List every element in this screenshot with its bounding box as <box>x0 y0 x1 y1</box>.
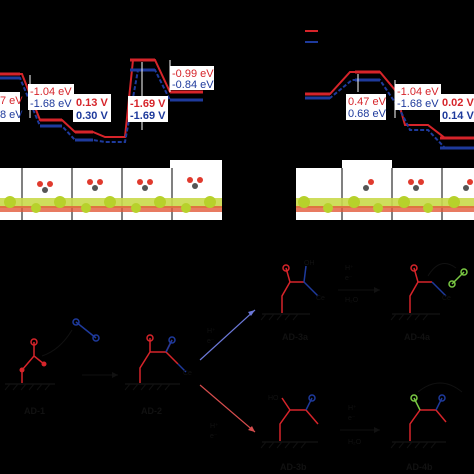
label-step-a-water: H₂O <box>345 297 359 304</box>
species-ad4a: Ce AD-4a <box>390 263 468 342</box>
label-step-down-h: H⁺ <box>210 423 219 430</box>
label-left-blue-energy: -1.68 eV <box>30 98 72 110</box>
label-box-left-potential2 <box>128 96 168 122</box>
label-box-left-potential1 <box>73 94 111 122</box>
label-left-blue-partial: 8 eV <box>0 109 23 121</box>
label-ad4b: AD-4b <box>406 462 433 472</box>
blue-profile-line <box>0 69 203 143</box>
label-left-red-energy: -1.04 eV <box>30 86 72 98</box>
label-left-red-partial: 7 eV <box>0 95 23 107</box>
label-left-blue-potential2: -1.69 V <box>130 110 166 122</box>
label-box-right-energy <box>395 84 441 110</box>
surface-atoms-left <box>0 196 222 213</box>
label-step-a-e: e⁻ <box>345 275 353 282</box>
label-box-right-start <box>346 94 386 120</box>
structure-strip-right <box>296 160 474 220</box>
label-left-red-potential2: -1.69 V <box>130 98 166 110</box>
label-right-blue-potential: 0.14 V <box>442 110 474 122</box>
label-step-b-water: H₂O <box>348 439 362 446</box>
label-ad4a: AD-4a <box>404 332 431 342</box>
label-ce-ad3a: Ce <box>316 295 325 302</box>
label-left-blue-potential1: 0.30 V <box>76 110 108 122</box>
label-ad1: AD-1 <box>24 406 45 416</box>
arrow-ad2-ad3b <box>199 384 256 433</box>
label-step-up-h: H⁺ <box>207 328 216 335</box>
label-ho-ad3b: HO <box>268 395 279 402</box>
label-left-red-potential1: 0.13 V <box>76 97 108 109</box>
arrow-ad2-ad3a <box>199 309 256 361</box>
label-box-left-energy <box>28 84 74 110</box>
label-right-blue-start: 0.68 eV <box>348 108 387 120</box>
species-ad4b: AD-4b <box>390 382 463 472</box>
mechanism-scheme: AD-1 Ce AD-2 H⁺ e⁻ H⁺ e⁻ <box>4 260 468 472</box>
energy-profile-right: 0.47 eV 0.68 eV -1.04 eV -1.68 eV 0.02 V… <box>305 30 474 150</box>
label-left-blue-energy2: -0.84 eV <box>172 79 214 91</box>
label-right-red-potential: 0.02 V <box>442 97 474 109</box>
energy-profile-left: 7 eV 8 eV -1.04 eV -1.68 eV 0.13 V 0.30 … <box>0 58 214 143</box>
label-step-b-h: H⁺ <box>348 405 357 412</box>
label-ad2: AD-2 <box>141 406 162 416</box>
label-left-red-energy2: -0.99 eV <box>172 68 214 80</box>
label-ce-ad4a: Ce <box>442 295 451 302</box>
label-box-left-energy2 <box>170 66 214 90</box>
structure-strip-left <box>0 160 222 220</box>
species-ad3a: OH Ce AD-3a <box>260 260 325 342</box>
label-step-up-e: e⁻ <box>207 338 215 345</box>
label-oh-ad3a: OH <box>304 260 315 267</box>
label-step-b-e: e⁻ <box>348 415 356 422</box>
label-box-right-potential <box>440 94 474 122</box>
species-ad1: AD-1 <box>4 318 100 416</box>
label-ce-ad2: Ce <box>183 370 192 377</box>
label-box-left-start <box>0 92 20 122</box>
label-right-blue-energy: -1.68 eV <box>397 98 439 110</box>
species-ad2: Ce AD-2 <box>124 334 192 416</box>
label-step-down-e: e⁻ <box>210 433 218 440</box>
label-right-red-start: 0.47 eV <box>348 96 387 108</box>
red-profile-line <box>0 59 203 138</box>
adsorbates-left <box>37 177 203 193</box>
label-ad3a: AD-3a <box>282 332 309 342</box>
label-right-red-energy: -1.04 eV <box>397 86 439 98</box>
species-ad3b: HO AD-3b <box>260 394 319 472</box>
label-ad3b: AD-3b <box>280 462 307 472</box>
label-step-a-h: H⁺ <box>345 265 354 272</box>
